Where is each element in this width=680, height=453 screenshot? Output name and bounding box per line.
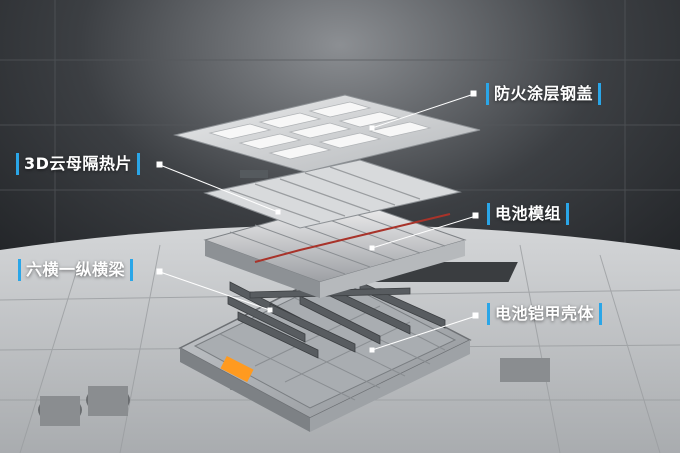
leader-lines [156, 90, 479, 353]
cover-panels [208, 101, 432, 160]
label-battery-module: 电池模组 [487, 203, 570, 225]
battery-module [203, 199, 467, 298]
floor-roller-body [88, 386, 128, 416]
fire-resistant-steel-cover [173, 94, 481, 173]
label-fire-resistant-steel-cover: 防火涂层钢盖 [486, 83, 602, 105]
label-mica-heat-insulation-sheet: 3D云母隔热片 [16, 153, 140, 175]
mica-ribs [229, 166, 421, 223]
floor-roller-body [40, 396, 80, 426]
orange-connector [220, 355, 254, 383]
mica-tab [240, 170, 268, 178]
bus-bar [254, 213, 451, 263]
floor-roller-body [500, 358, 550, 382]
beams [227, 281, 446, 359]
label-battery-armor-shell: 电池铠甲壳体 [487, 303, 603, 325]
label-beams: 六横一纵横梁 [18, 259, 134, 281]
